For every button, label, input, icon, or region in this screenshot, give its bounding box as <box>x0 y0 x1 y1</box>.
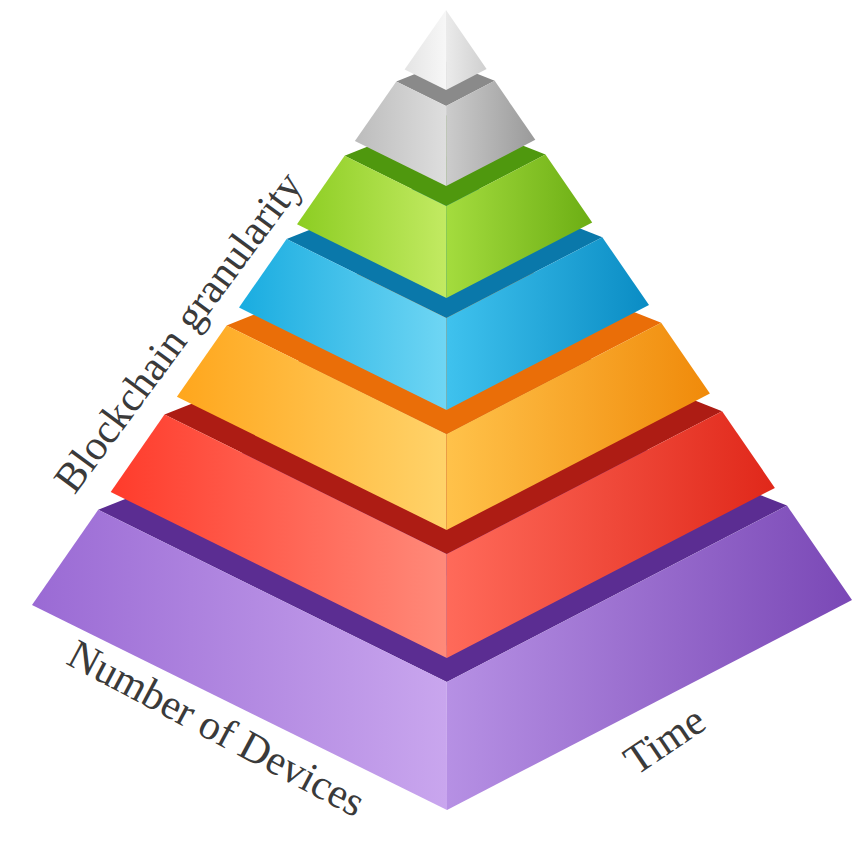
layer-left-face <box>297 156 446 298</box>
layer-right-face <box>446 81 535 186</box>
layer-right-face <box>446 10 487 90</box>
layer-right-face <box>446 155 592 298</box>
pyramid-layer <box>405 10 487 90</box>
layer-left-face <box>405 10 447 90</box>
layer-left-face <box>355 81 446 186</box>
